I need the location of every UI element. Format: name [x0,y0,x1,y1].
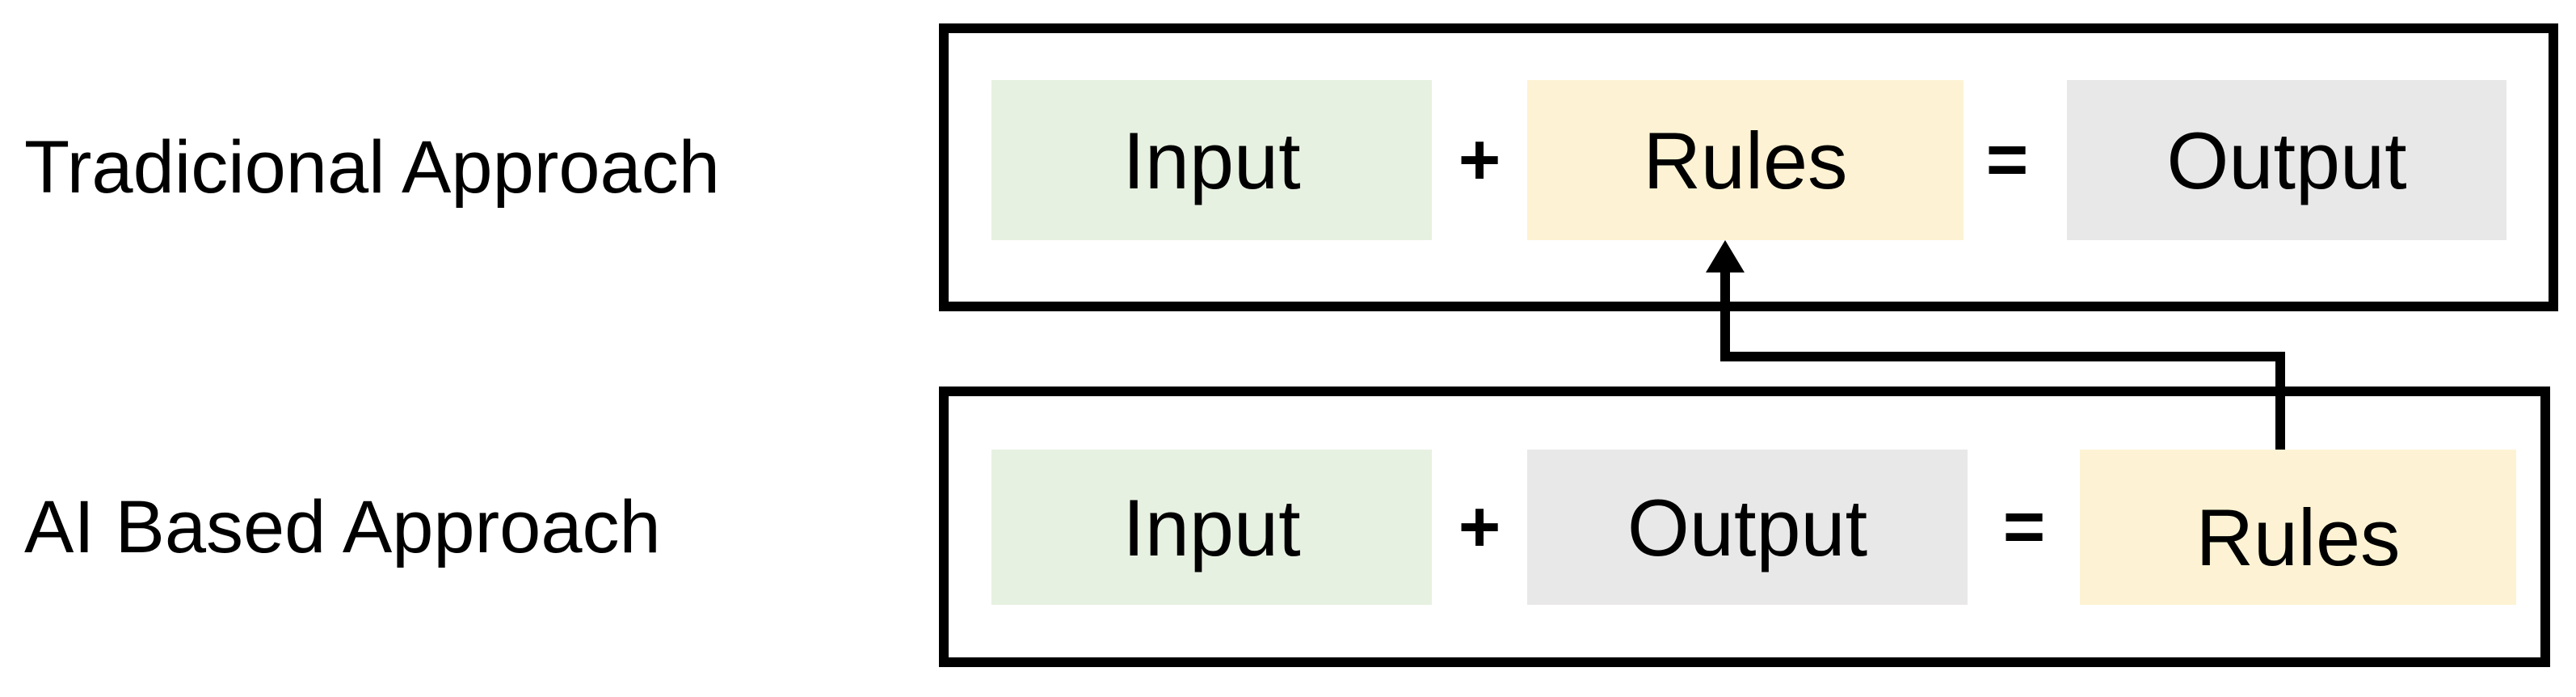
ai-approach-label: AI Based Approach [24,485,661,568]
ai-rules-box: Rules [2080,450,2516,605]
ai-rules-label: Rules [2195,492,2401,582]
traditional-output-label: Output [2166,115,2407,205]
traditional-plus-operator: + [1458,120,1501,201]
ai-approach-frame: Input + Output = Rules [939,387,2550,667]
traditional-input-box: Input [991,80,1432,240]
ai-equals-operator: = [2002,487,2046,568]
connector-horizontal-segment [1720,352,2285,361]
ai-output-label: Output [1627,482,1868,572]
arrowhead-up-icon [1706,240,1745,272]
traditional-rules-label: Rules [1643,115,1848,205]
traditional-equals-operator: = [1985,120,2029,201]
ai-input-box: Input [991,450,1432,605]
traditional-output-box: Output [2067,80,2507,240]
ai-output-box: Output [1527,450,1968,605]
traditional-approach-label: Tradicional Approach [24,126,720,209]
connector-vertical-from-ai-rules [2275,357,2285,450]
ai-plus-operator: + [1458,487,1501,568]
traditional-input-label: Input [1122,115,1301,205]
traditional-rules-box: Rules [1527,80,1964,240]
connector-vertical-to-traditional-rules [1720,269,1730,361]
traditional-approach-frame: Input + Rules = Output [939,23,2558,311]
ai-input-label: Input [1122,482,1301,572]
